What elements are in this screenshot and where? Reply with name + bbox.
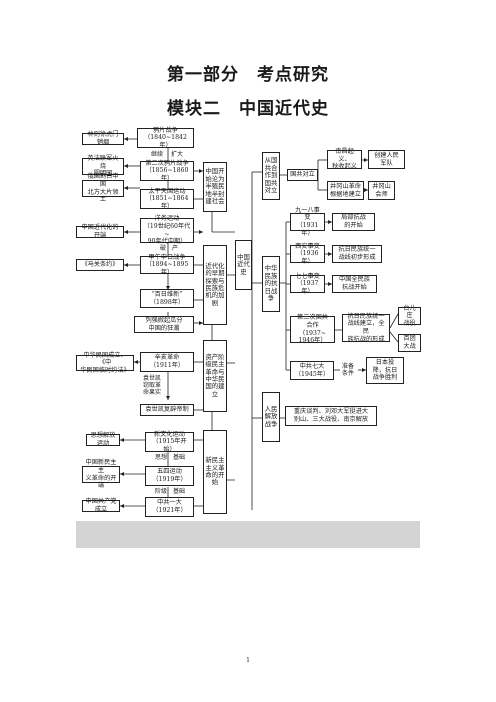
- opium-war-box: 鸦片战争 （1840~1842年）: [137, 127, 194, 149]
- xinhai-revolution-box: 辛亥革命 （1911年）: [140, 352, 194, 372]
- kmt-ccp-opposition-box: 国共对立: [287, 169, 318, 181]
- roc-founded-box: 中华民国成立、《中 华民国临时约法》: [76, 352, 134, 374]
- second-opium-war-box: 第二次鸦片战争 （1856~1860年）: [140, 160, 194, 182]
- russia-territory-box: 俄国割占中国 北方大片领土: [82, 173, 124, 203]
- modernization-start-box: 中国近代化的开端: [76, 224, 124, 239]
- united-front-formed-box: 抗日民族统一 战线建立，全民 族抗战的形成: [342, 313, 390, 343]
- anti-japanese-war-box: 中华民族的抗日战争: [262, 256, 280, 312]
- jinggangshan-meeting-box: 井冈山 会师: [368, 181, 395, 200]
- shimonoseki-box: 《马关条约》: [76, 259, 124, 271]
- new-democratic-start-box: 中国新民主主 义革命的开端: [82, 459, 120, 489]
- jinggangshan-base-box: 井冈山革命 根据地建立: [327, 181, 364, 200]
- sep18-incident-box: 九一八事变 （1931年）: [290, 207, 325, 237]
- japan-surrender-box: 日本投 降，抗日 战争胜利: [366, 357, 404, 384]
- powers-partition-box: 列强掀起瓜分 中国的狂潮: [134, 316, 194, 333]
- found-army-box: 创建人民 军队: [368, 150, 405, 169]
- module-title: 模块二 中国近代史: [167, 99, 329, 119]
- full-resistance-box: 中国全民族 抗战开始: [332, 275, 377, 293]
- lin-zexu-box: 林则徐虎门销烟: [82, 131, 124, 146]
- nanchang-uprising-box: 南昌起义、 秋收起义: [327, 148, 362, 170]
- taiping-box: 太平天国运动 （1851~1864年）: [140, 188, 194, 210]
- page-number: 1: [246, 657, 250, 664]
- new-democratic-revolution-box: 新民主主义革命的开始: [203, 430, 227, 514]
- kmt-ccp-cooperation-box: 从国共合作到国共对立: [262, 152, 280, 200]
- july7-incident-box: 七七事变 （1937年）: [290, 273, 325, 295]
- gray-band: [76, 521, 420, 548]
- modern-history-root: 中国近代史: [235, 240, 252, 290]
- bankrupt-label: 破 产: [159, 245, 178, 252]
- westernization-box: 洋务运动 （19世纪60年代~ 90年代中期）: [140, 215, 194, 245]
- class-basis-label: 阶级 基础: [154, 488, 185, 495]
- new-culture-box: 新文化运动 （1915年开始）: [145, 431, 194, 453]
- partial-resistance-box: 局部抗战 的开始: [332, 213, 375, 231]
- first-congress-box: 中共一大 （1921年）: [145, 497, 194, 517]
- liberation-events-box: 重庆谈判、刘邓大军挺进大 别山、三大战役、南京解放: [285, 406, 377, 426]
- burn-yuanmingyuan-box: 英法联军火烧 圆明园: [82, 155, 124, 177]
- may-fourth-box: 五四运动 （1919年）: [145, 466, 194, 486]
- semi-colonial-box: 中国开始沦为半殖民地半封建社会: [203, 162, 227, 212]
- section-title: 第一部分 考点研究: [167, 65, 329, 85]
- expand-label: 扩大: [170, 151, 183, 158]
- yuan-restoration-box: 袁世凯复辟帝制: [140, 404, 194, 416]
- hundred-regiments-box: 百团 大战: [398, 334, 421, 352]
- continue-label: 继续: [150, 151, 163, 158]
- bourgeois-revolution-box: 资产阶级民主革命与中华民国的建立: [203, 340, 227, 412]
- thought-liberation-box: 思想解放运动: [86, 432, 120, 447]
- yuan-usurp-label: 袁世凯 窃取革 命果实: [143, 375, 162, 396]
- hundred-days-box: “百日维新” （1898年）: [140, 289, 194, 308]
- liberation-war-box: 人民解放战争: [262, 392, 280, 442]
- second-cooperation-box: 第二次国共 合作（1937~ 1946年）: [290, 314, 335, 344]
- xian-incident-box: 西安事变 （1936年）: [290, 243, 325, 265]
- ccp-founded-box: 中国共产党成立: [82, 498, 120, 513]
- seventh-congress-box: 中共七大 （1945年）: [290, 361, 334, 380]
- prepare-conditions-label: 准备 条件: [341, 363, 354, 377]
- sino-japanese-war-box: 甲午中日战争 （1894~1895年）: [140, 254, 194, 276]
- taierzhuang-box: 台儿庄 战役: [398, 305, 421, 327]
- ideology-basis-label: 思想 基础: [154, 454, 185, 461]
- early-exploration-box: 近代化的早期探索与民族危机的加剧: [203, 245, 227, 325]
- united-front-initial-box: 抗日民族统一 战线初步形成: [332, 245, 382, 263]
